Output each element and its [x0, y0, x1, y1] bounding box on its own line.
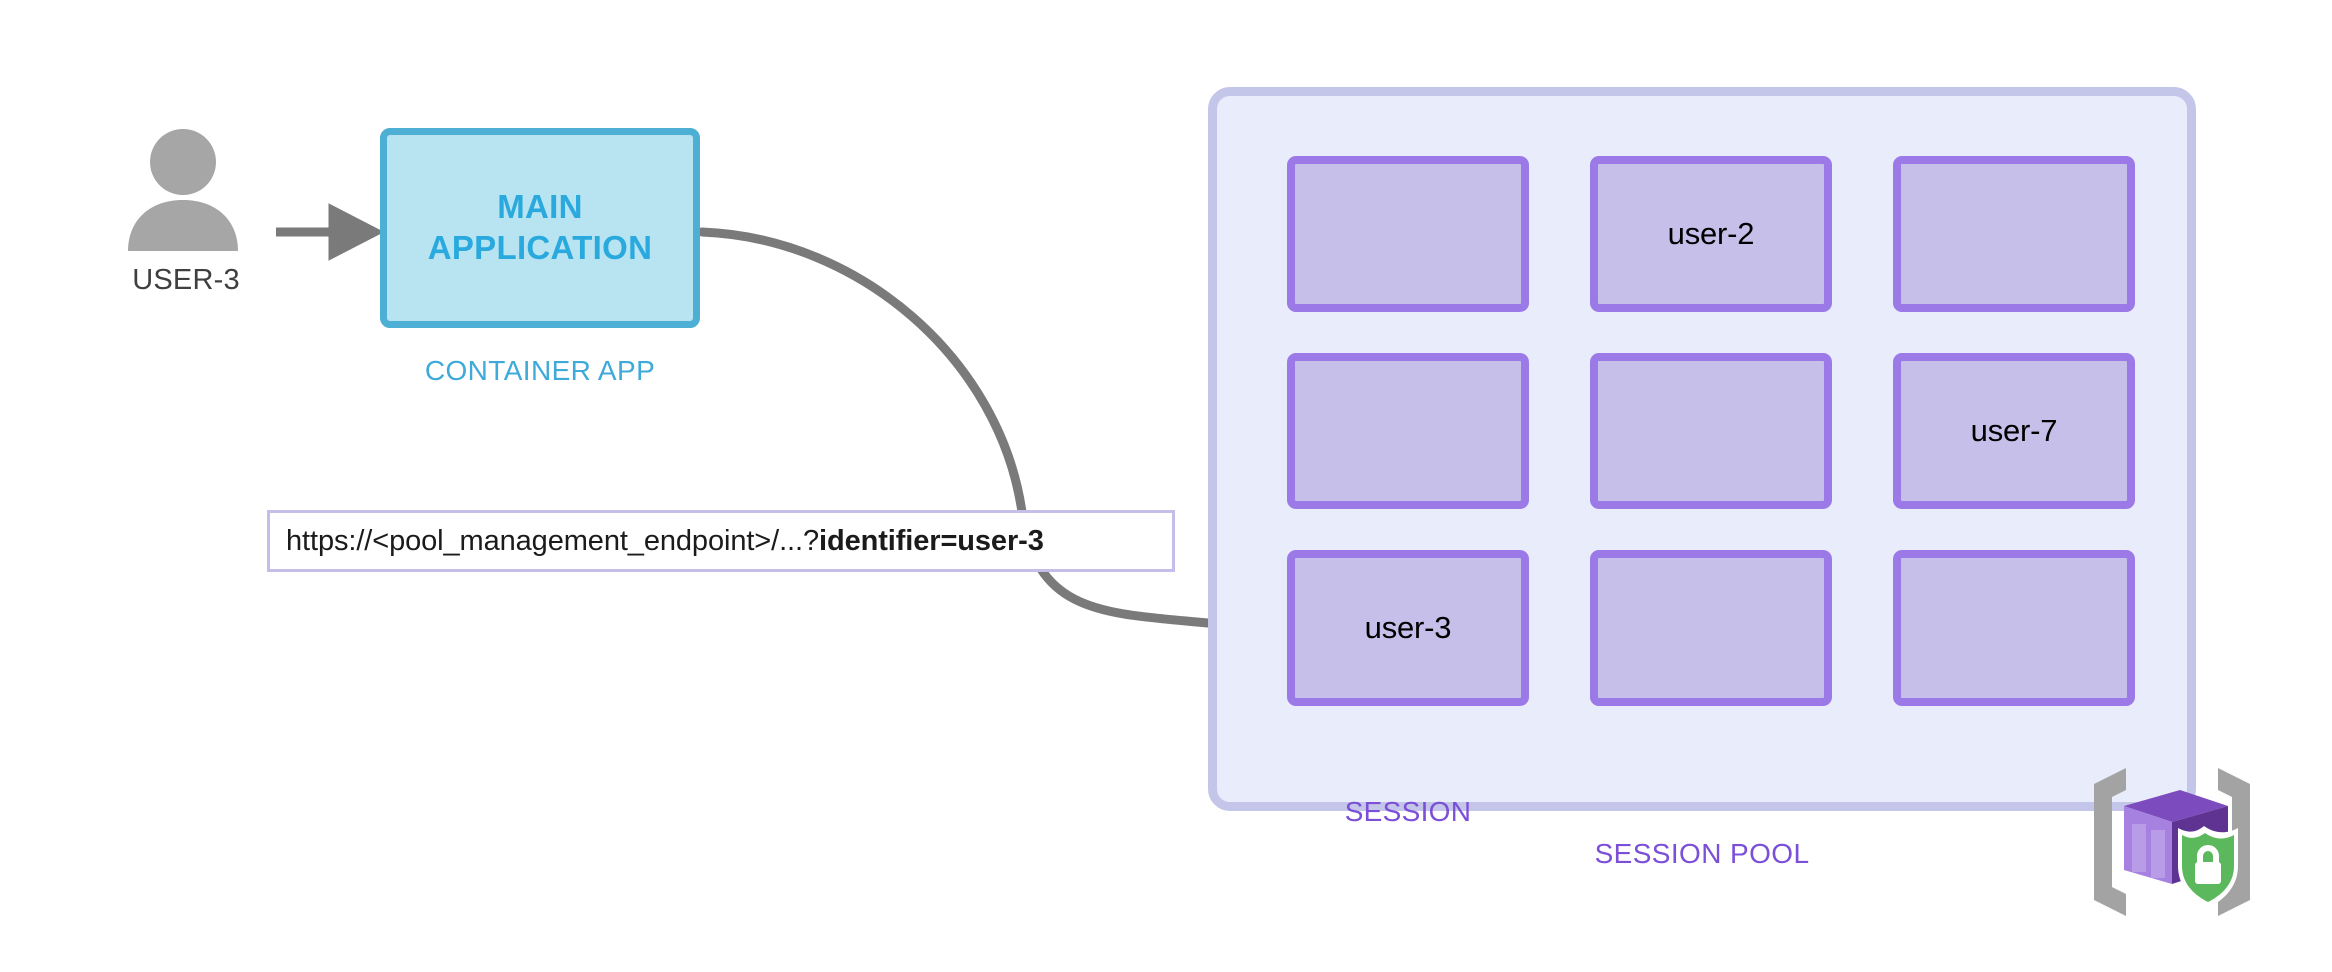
session-cell[interactable]: user-2: [1590, 156, 1832, 312]
main-application-box[interactable]: MAIN APPLICATION: [380, 128, 700, 328]
main-application-title: MAIN APPLICATION: [428, 187, 653, 269]
session-cell[interactable]: [1590, 353, 1832, 509]
session-cell[interactable]: [1893, 156, 2135, 312]
session-pool-container: user-2 user-7 user-3 SESS: [1208, 87, 2196, 827]
pool-management-url-text: https://<pool_management_endpoint>/...?i…: [286, 525, 1044, 558]
session-cell[interactable]: [1287, 353, 1529, 509]
session-caption: SESSION: [1344, 796, 1472, 827]
main-application-title-line1: MAIN: [497, 188, 583, 226]
session-pool-caption: SESSION POOL: [1594, 838, 1810, 869]
session-cell[interactable]: user-3: [1287, 550, 1529, 706]
session-cell-label: user-2: [1667, 216, 1755, 251]
url-identifier-param: identifier=user-3: [819, 524, 1044, 557]
user-person-icon: [128, 129, 238, 251]
main-application-title-line2: APPLICATION: [427, 229, 653, 266]
user-actor: USER-3: [118, 128, 278, 328]
url-prefix: https://<pool_management_endpoint>/...?: [286, 524, 819, 557]
session-cell[interactable]: [1893, 550, 2135, 706]
azure-session-pool-icon: [2094, 768, 2250, 916]
session-grid: user-2 user-7 user-3: [1287, 156, 2135, 706]
session-cell[interactable]: user-7: [1893, 353, 2135, 509]
session-cell-label: user-3: [1364, 610, 1452, 645]
container-app-caption: CONTAINER APP: [424, 355, 656, 386]
session-cell[interactable]: [1287, 156, 1529, 312]
app-to-session-arrow: [697, 227, 1306, 656]
session-cell[interactable]: [1590, 550, 1832, 706]
pool-management-url-callout[interactable]: https://<pool_management_endpoint>/...?i…: [267, 510, 1175, 572]
session-cell-label: user-7: [1970, 413, 2058, 448]
user-actor-label: USER-3: [132, 264, 240, 296]
